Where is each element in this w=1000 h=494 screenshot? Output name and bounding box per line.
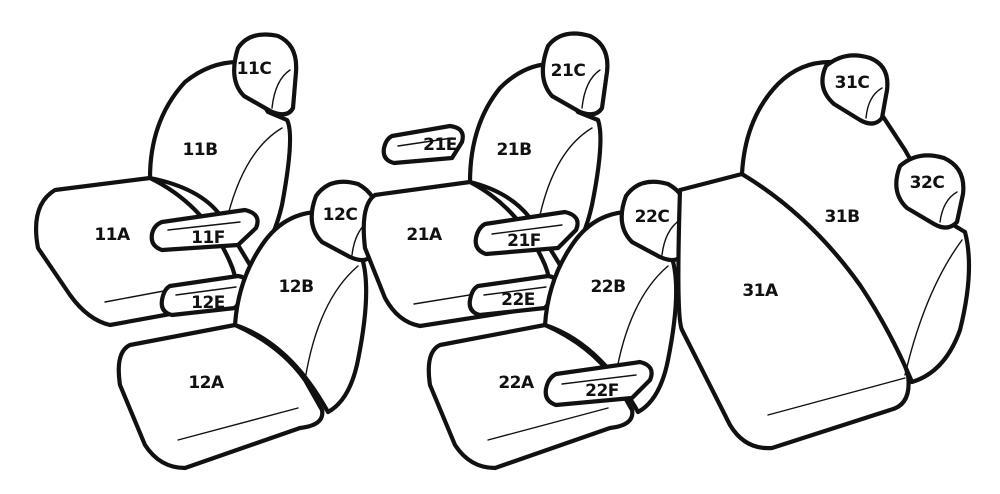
part-11B-side [227,127,283,216]
label-12B: 12B [278,277,313,297]
label-21B: 21B [496,140,531,160]
part-11F-edge [167,221,241,231]
label-12A: 12A [188,373,225,393]
part-21F-edge [491,224,563,235]
part-32C-headrest[interactable] [894,153,966,230]
label-22C: 22C [635,207,670,227]
part-21E-edge [397,137,453,147]
label-22A: 22A [498,373,535,393]
label-21E: 21E [423,135,457,155]
part-22E-edge [483,286,547,296]
label-32C: 32C [910,173,945,193]
part-11C-headrest[interactable] [232,32,299,117]
part-11C-side [271,69,291,109]
part-12A-edge [177,407,299,441]
label-21C: 21C [551,61,586,81]
seat-12: 12C 12B 12E 12A [116,179,380,471]
part-12E-edge [175,286,237,296]
label-21F: 21F [507,231,541,251]
part-21C-headrest[interactable] [540,31,610,117]
label-31C: 31C [835,73,870,93]
part-31C-side [865,87,883,119]
seat-11: 11C 11B 11A 11F [33,32,299,328]
part-12B-side [304,265,359,381]
part-11F-armrest[interactable] [149,207,260,253]
label-22F: 22F [585,381,619,401]
part-12B-backrest[interactable] [232,209,369,415]
seat-31: 31C 32C 31B 31A [676,53,972,451]
part-31B-side [904,239,963,376]
part-21E-armrest[interactable] [381,123,465,166]
part-32C-side [939,191,958,223]
label-11A: 11A [94,225,131,245]
part-22F-edge [561,374,637,385]
label-22E: 22E [501,290,535,310]
part-22F-armrest[interactable] [543,359,654,408]
part-21C-side [581,69,601,109]
part-21F-armrest[interactable] [473,209,580,257]
label-31A: 31A [742,281,779,301]
label-12E: 12E [191,293,225,313]
label-21A: 21A [406,225,443,245]
part-31A-edge [767,377,906,416]
part-21B-side [539,127,593,216]
part-31B-backrest[interactable] [739,59,972,385]
label-12C: 12C [323,205,358,225]
label-11C: 11C [237,59,272,79]
part-22A-edge [487,407,609,441]
label-11F: 11F [191,228,225,248]
part-22B-side [614,265,669,381]
part-31C-headrest[interactable] [820,53,890,126]
label-11B: 11B [182,140,217,160]
label-22B: 22B [590,277,625,297]
seat-22: 22C 22B 22E 22A 22F [426,179,690,471]
label-31B: 31B [824,207,859,227]
